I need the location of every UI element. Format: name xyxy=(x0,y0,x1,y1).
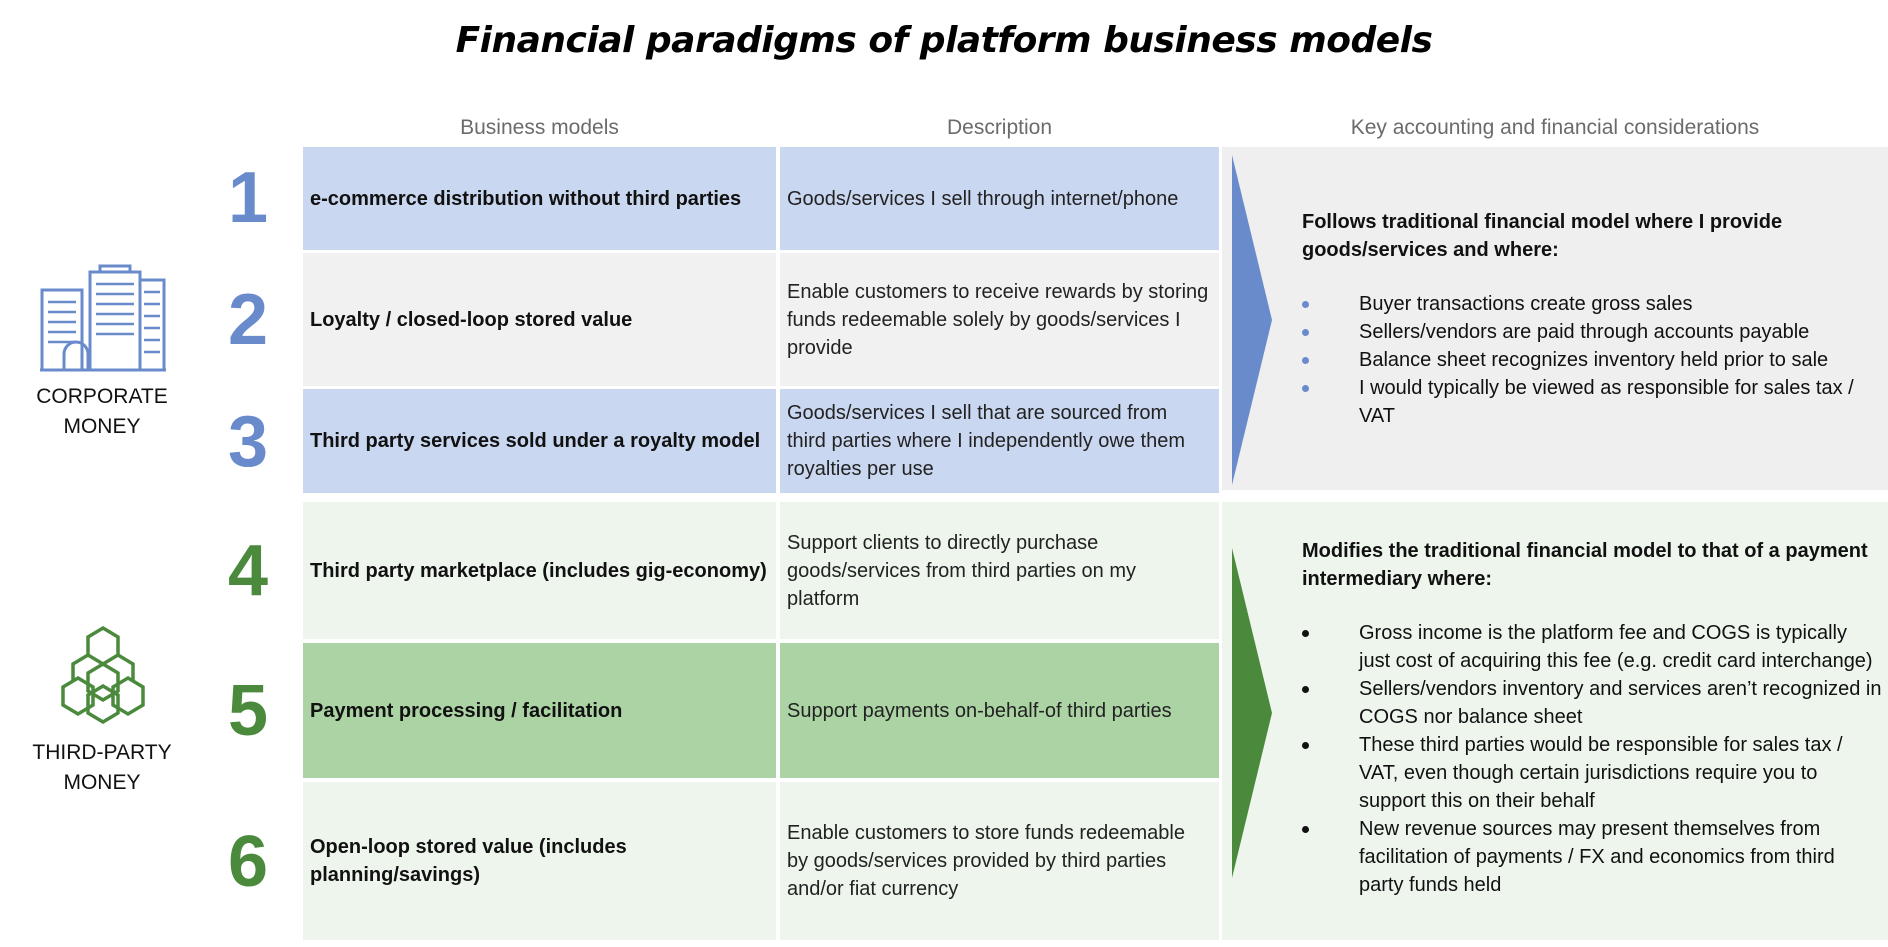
group-label-third-party: THIRD-PARTY MONEY xyxy=(22,738,182,798)
description-cell-2: Enable customers to receive rewards by s… xyxy=(780,253,1219,386)
bullet-dot-icon xyxy=(1302,742,1309,749)
hexagon-network-icon xyxy=(50,624,156,733)
considerations-third-party: Modifies the traditional financial model… xyxy=(1302,537,1882,899)
group-label-third-party-line1: THIRD-PARTY xyxy=(32,741,172,764)
page-title: Financial paradigms of platform business… xyxy=(455,20,1433,61)
description-cell-3: Goods/services I sell that are sourced f… xyxy=(780,389,1219,493)
list-item: Balance sheet recognizes inventory held … xyxy=(1302,346,1862,374)
considerations-third-party-list: Gross income is the platform fee and COG… xyxy=(1302,619,1882,899)
group-label-third-party-line2: MONEY xyxy=(63,771,141,794)
row-number-1: 1 xyxy=(227,158,269,238)
bullet-text: I would typically be viewed as responsib… xyxy=(1359,377,1854,427)
bullet-dot-icon xyxy=(1302,385,1309,392)
bullet-dot-icon xyxy=(1302,826,1309,833)
model-cell-4: Third party marketplace (includes gig-ec… xyxy=(303,502,776,639)
bullet-text: Gross income is the platform fee and COG… xyxy=(1359,622,1873,672)
bullet-dot-icon xyxy=(1302,357,1309,364)
bullet-text: Balance sheet recognizes inventory held … xyxy=(1359,349,1829,371)
model-cell-5: Payment processing / facilitation xyxy=(303,643,776,778)
column-header-models: Business models xyxy=(460,116,619,139)
bullet-dot-icon xyxy=(1302,301,1309,308)
model-cell-6: Open-loop stored value (includes plannin… xyxy=(303,782,776,940)
model-cell-2: Loyalty / closed-loop stored value xyxy=(303,253,776,386)
model-cell-1: e-commerce distribution without third pa… xyxy=(303,147,776,250)
chevron-arrow-corporate xyxy=(1232,155,1272,485)
row-number-5: 5 xyxy=(227,671,269,751)
bullet-text: Sellers/vendors inventory and services a… xyxy=(1359,678,1882,728)
group-label-corporate: CORPORATE MONEY xyxy=(22,382,182,442)
considerations-corporate-list: Buyer transactions create gross sales Se… xyxy=(1302,290,1862,430)
bullet-dot-icon xyxy=(1302,630,1309,637)
considerations-corporate: Follows traditional financial model wher… xyxy=(1302,208,1862,430)
list-item: I would typically be viewed as responsib… xyxy=(1302,374,1862,430)
row-number-6: 6 xyxy=(227,822,269,902)
column-header-considerations: Key accounting and financial considerati… xyxy=(1350,116,1760,139)
office-buildings-icon xyxy=(38,262,168,379)
bullet-text: New revenue sources may present themselv… xyxy=(1359,818,1835,896)
list-item: Sellers/vendors inventory and services a… xyxy=(1302,675,1882,731)
description-cell-4: Support clients to directly purchase goo… xyxy=(780,502,1219,639)
considerations-panel-corporate xyxy=(1222,147,1888,490)
group-label-corporate-line1: CORPORATE xyxy=(36,385,168,408)
row-number-3: 3 xyxy=(227,402,269,482)
list-item: Buyer transactions create gross sales xyxy=(1302,290,1862,318)
considerations-corporate-lead: Follows traditional financial model wher… xyxy=(1302,211,1783,261)
list-item: New revenue sources may present themselv… xyxy=(1302,815,1882,899)
chevron-arrow-third-party xyxy=(1232,548,1272,878)
bullet-dot-icon xyxy=(1302,686,1309,693)
group-label-corporate-line2: MONEY xyxy=(63,415,141,438)
list-item: These third parties would be responsible… xyxy=(1302,731,1882,815)
list-item: Gross income is the platform fee and COG… xyxy=(1302,619,1882,675)
model-cell-3: Third party services sold under a royalt… xyxy=(303,389,776,493)
description-cell-6: Enable customers to store funds redeemab… xyxy=(780,782,1219,940)
bullet-text: Sellers/vendors are paid through account… xyxy=(1359,321,1810,343)
description-cell-1: Goods/services I sell through internet/p… xyxy=(780,147,1219,250)
considerations-third-party-lead: Modifies the traditional financial model… xyxy=(1302,540,1868,590)
column-header-description: Description xyxy=(946,116,1053,139)
description-cell-5: Support payments on-behalf-of third part… xyxy=(780,643,1219,778)
list-item: Sellers/vendors are paid through account… xyxy=(1302,318,1862,346)
row-number-4: 4 xyxy=(227,531,269,611)
bullet-dot-icon xyxy=(1302,329,1309,336)
bullet-text: These third parties would be responsible… xyxy=(1359,734,1843,812)
row-number-2: 2 xyxy=(227,280,269,360)
bullet-text: Buyer transactions create gross sales xyxy=(1359,293,1693,315)
considerations-panel-third-party xyxy=(1222,502,1888,940)
